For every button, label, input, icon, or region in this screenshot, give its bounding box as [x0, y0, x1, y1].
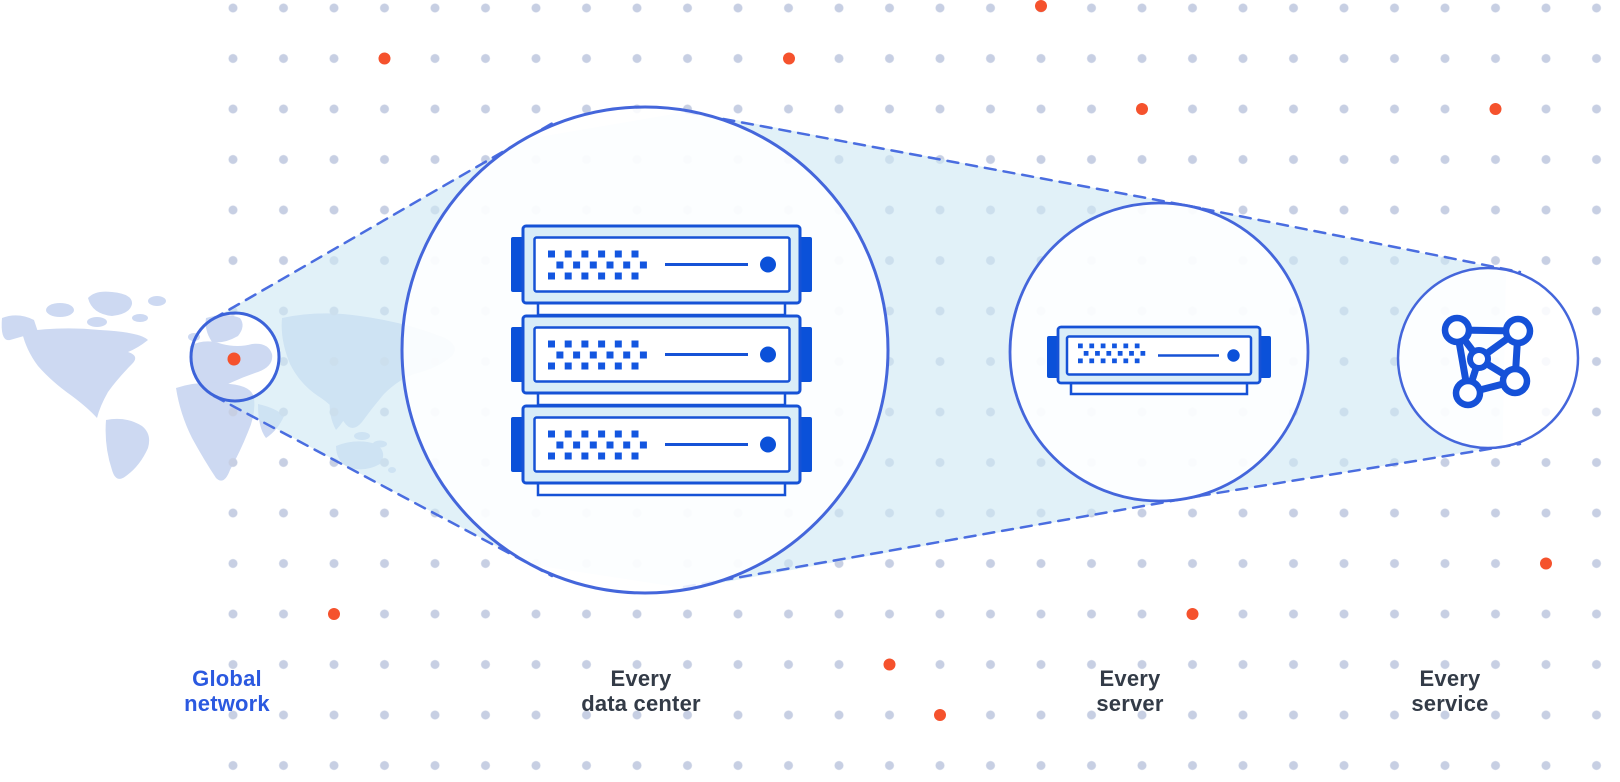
label-line: Every	[610, 666, 672, 691]
accent-orange-dots	[328, 0, 1552, 721]
label-line: Global	[192, 666, 262, 691]
global-network-circle	[189, 311, 281, 403]
label-line: network	[184, 691, 270, 716]
label-line: service	[1411, 691, 1489, 716]
mesh-network-icon	[1441, 314, 1534, 409]
label-line: Every	[1419, 666, 1481, 691]
server-rack-icon	[511, 224, 812, 497]
label-every-server: Every server	[1096, 666, 1163, 716]
label-line: data center	[581, 691, 701, 716]
label-every-service: Every service	[1411, 666, 1488, 716]
location-marker-icon	[227, 352, 241, 366]
label-line: Every	[1099, 666, 1161, 691]
server-icon	[1047, 325, 1271, 396]
label-line: server	[1096, 691, 1164, 716]
dashed-tangent-lines	[211, 110, 1522, 589]
label-global-network: Global network	[184, 666, 270, 716]
label-every-data-center: Every data center	[581, 666, 701, 716]
